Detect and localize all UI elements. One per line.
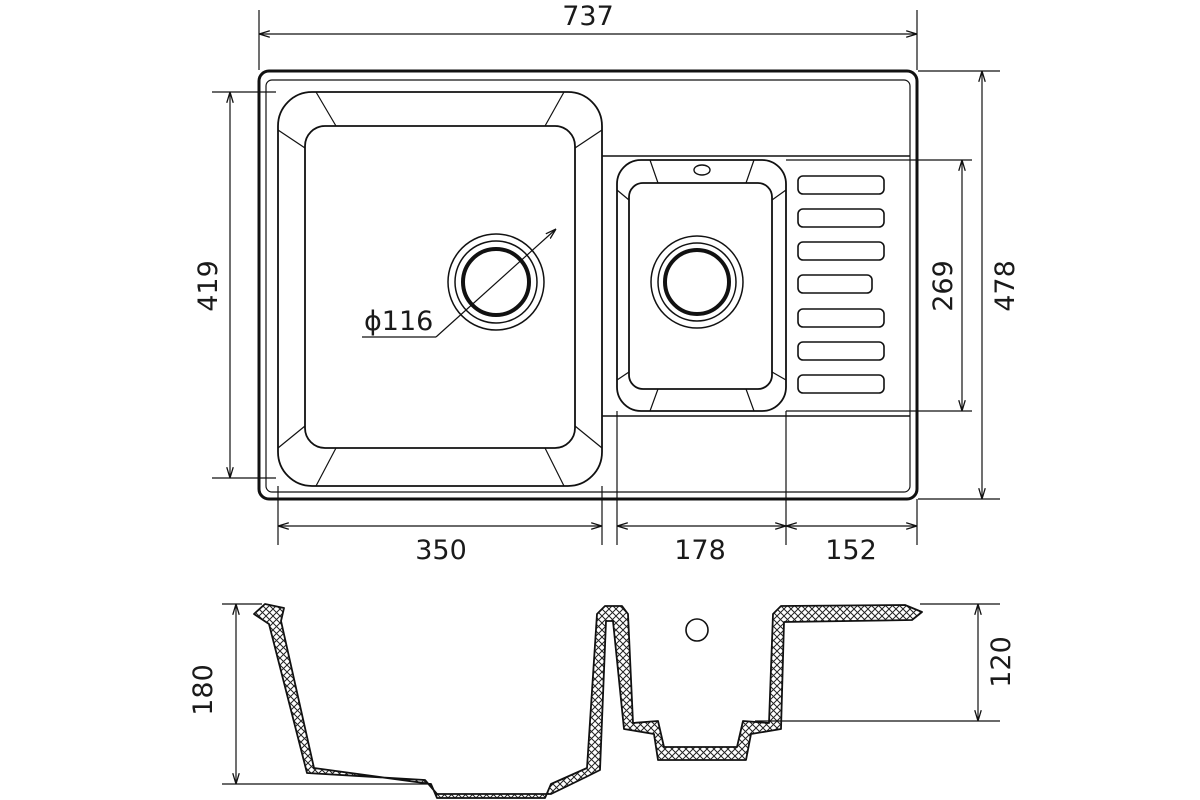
dimension-small-bowl-height: 120	[986, 636, 1017, 688]
section-tap-hole	[685, 618, 709, 642]
section-dimensions	[222, 603, 1000, 785]
dimension-left-bowl-width: 350	[415, 535, 467, 566]
section-view	[253, 603, 923, 799]
small-bowl	[616, 159, 787, 412]
main-drain	[447, 233, 545, 331]
drainboard-grooves	[797, 175, 885, 394]
dimension-small-bowl-width: 178	[674, 535, 726, 566]
plan-dimensions	[212, 10, 1000, 545]
dimension-left-depth: 419	[193, 260, 224, 312]
sink-outer-rim	[257, 69, 919, 501]
plan-view	[257, 69, 919, 501]
dimension-overall-depth: 478	[990, 260, 1021, 312]
section-wall	[253, 603, 923, 799]
small-drain	[650, 235, 744, 329]
dimension-drain-diameter: ϕ116	[364, 306, 433, 337]
dimension-small-bowl-depth: 269	[928, 260, 959, 312]
tap-hole	[693, 164, 711, 176]
dimension-overall-width: 737	[562, 1, 614, 32]
main-bowl	[277, 91, 603, 487]
dimension-drainboard-width: 152	[825, 535, 877, 566]
dimension-main-bowl-height: 180	[188, 664, 219, 716]
sink-inner-rim	[265, 79, 911, 493]
